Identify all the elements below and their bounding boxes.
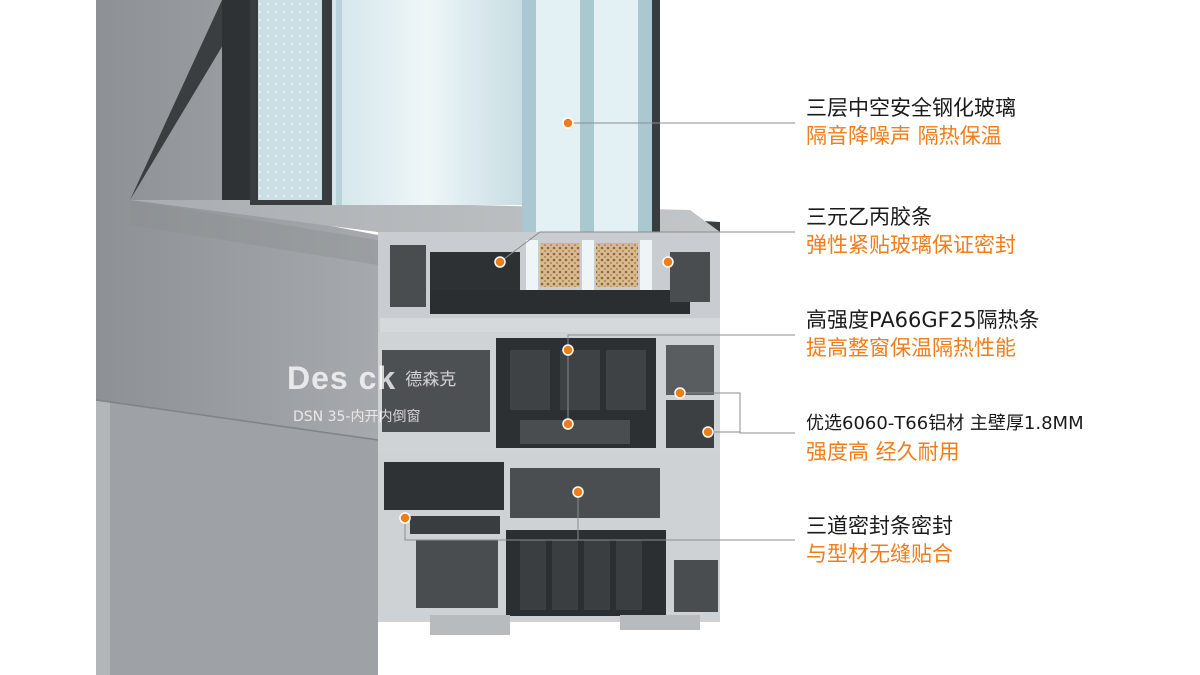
callout-subtitle: 与型材无缝贴合 xyxy=(806,542,953,566)
callout-subtitle: 隔音降噪声 隔热保温 xyxy=(806,124,1002,148)
callout-subtitle: 提高整窗保温隔热性能 xyxy=(806,336,1016,360)
dot-aluminum xyxy=(674,387,686,399)
callout-title: 三道密封条密封 xyxy=(806,514,953,538)
triple-glass-unit xyxy=(250,0,660,240)
callout-title: 三元乙丙胶条 xyxy=(806,205,932,229)
callout-subtitle: 强度高 经久耐用 xyxy=(806,440,960,464)
aluminum-frame-outer xyxy=(95,0,379,675)
dot-seal-middle xyxy=(572,486,584,498)
model-label: DSN 35-内开内倒窗 xyxy=(293,409,421,425)
dot-gasket-right xyxy=(662,256,674,268)
callout-seal: 三道密封条密封 与型材无缝贴合 xyxy=(806,512,953,568)
dot-thermal-top xyxy=(562,344,574,356)
callout-title: 三层中空安全钢化玻璃 xyxy=(806,96,1016,120)
dot-thermal-bottom xyxy=(562,418,574,430)
brand-watermark: Des ck 德森克 DSN 35-内开内倒窗 xyxy=(287,360,457,425)
dot-aluminum-2 xyxy=(702,426,714,438)
callout-subtitle: 弹性紧贴玻璃保证密封 xyxy=(806,233,1016,257)
frame-bottom-profile xyxy=(378,452,720,635)
brand-chinese-name: 德森克 xyxy=(405,370,457,390)
callout-aluminum: 优选6060-T66铝材 主壁厚1.8MM 强度高 经久耐用 xyxy=(806,410,1084,466)
dot-gasket-left xyxy=(494,256,506,268)
callout-title: 优选6060-T66铝材 主壁厚1.8MM xyxy=(806,413,1084,434)
callout-title: 高强度PA66GF25隔热条 xyxy=(806,308,1040,332)
callout-thermal-strip: 高强度PA66GF25隔热条 提高整窗保温隔热性能 xyxy=(806,306,1039,362)
callout-lines xyxy=(404,122,795,541)
callout-gasket: 三元乙丙胶条 弹性紧贴玻璃保证密封 xyxy=(806,203,1016,259)
dot-glass xyxy=(562,117,574,129)
sash-profile xyxy=(378,232,720,332)
brand-name: Des ck xyxy=(287,360,397,396)
thermal-break-zone xyxy=(378,332,720,452)
callout-dots xyxy=(399,117,714,524)
dot-seal-left xyxy=(399,512,411,524)
callout-glass: 三层中空安全钢化玻璃 隔音降噪声 隔热保温 xyxy=(806,94,1016,150)
